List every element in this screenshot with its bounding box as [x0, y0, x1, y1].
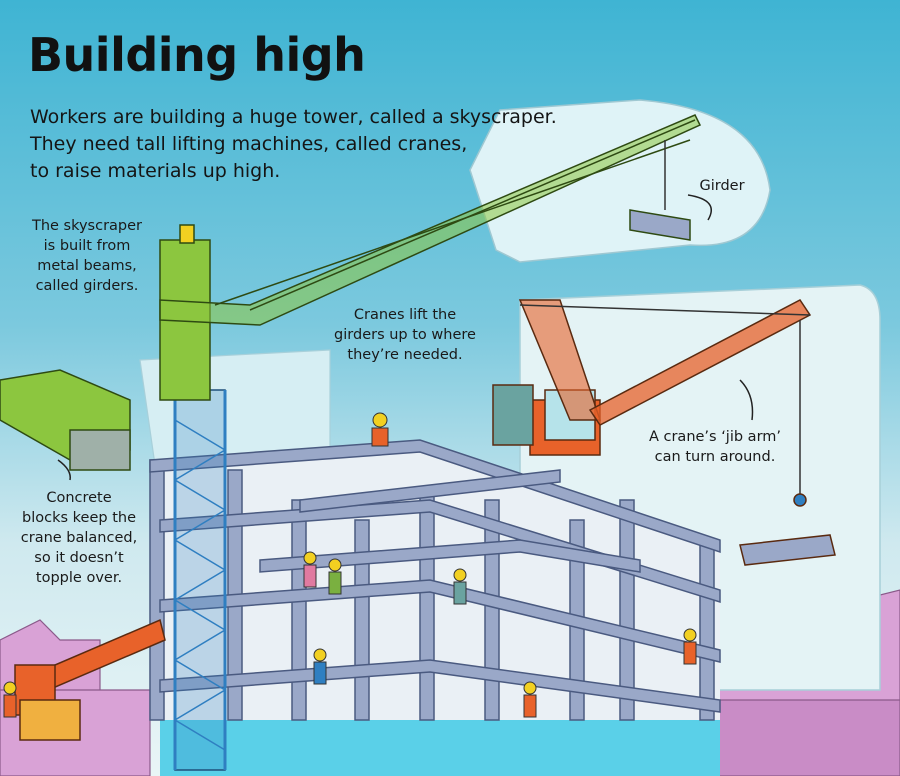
page-title: Building high [28, 28, 366, 82]
workers [3, 412, 697, 718]
caption-line: Cranes lift the [353, 307, 457, 323]
caption-line: girders up to where [334, 327, 476, 343]
caption-jib-arm: A crane’s ‘jib arm’ can turn around. [640, 427, 790, 467]
orange-luffing-crane [492, 299, 836, 566]
orange-mobile-crane [14, 618, 166, 741]
caption-line: called girders. [35, 278, 139, 294]
caption-cranes-lift: Cranes lift the girders up to where they… [330, 305, 480, 365]
caption-line: so it doesn’t [34, 550, 124, 566]
intro-line: Workers are building a huge tower, calle… [30, 106, 557, 128]
green-tower-crane [0, 114, 702, 471]
intro-line: to raise materials up high. [30, 160, 281, 182]
caption-concrete: Concrete blocks keep the crane balanced,… [14, 488, 144, 588]
caption-line: Concrete [46, 490, 112, 506]
caption-line: The skyscraper [31, 218, 143, 234]
caption-line: crane balanced, [20, 530, 138, 546]
intro-line: They need tall lifting machines, called … [30, 133, 468, 155]
caption-girder: Girder [699, 178, 745, 194]
intro-paragraph: Workers are building a huge tower, calle… [30, 104, 557, 185]
caption-line: they’re needed. [347, 347, 463, 363]
caption-line: is built from [43, 238, 131, 254]
tower-crane-mast [173, 389, 227, 771]
caption-line: topple over. [35, 570, 123, 586]
caption-line: can turn around. [654, 449, 776, 465]
girder-flap [469, 99, 771, 263]
caption-girders: The skyscraper is built from metal beams… [22, 216, 152, 296]
skyscraper-frame [149, 439, 721, 721]
caption-line: blocks keep the [22, 510, 136, 526]
annotation-arrows [57, 194, 754, 481]
caption-line: metal beams, [37, 258, 137, 274]
ground-water [160, 715, 720, 776]
caption-line: A crane’s ‘jib arm’ [648, 429, 782, 445]
